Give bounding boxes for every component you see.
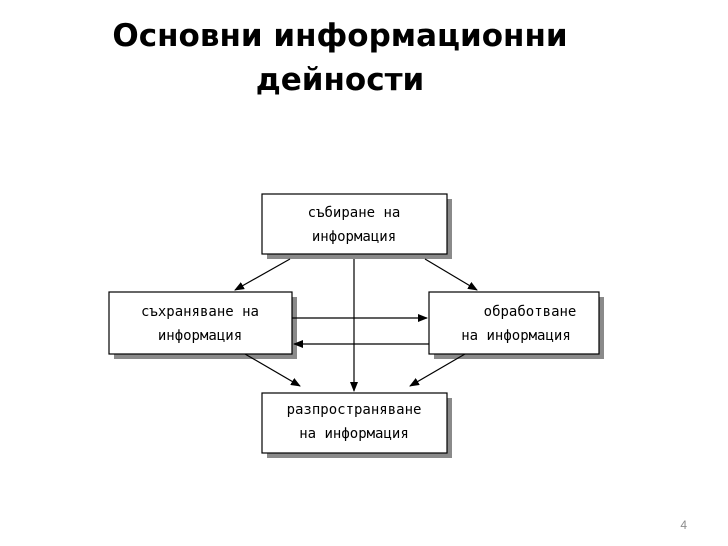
arrow-process-to-distribute: [409, 353, 466, 387]
node-collect-line2: информация: [312, 229, 396, 245]
node-process-line2: на информация: [461, 328, 571, 344]
node-process: обработване на информация: [428, 291, 604, 359]
node-store-line1: съхраняване на: [141, 304, 259, 320]
arrow-store-to-distribute: [244, 353, 301, 387]
node-collect: събиране на информация: [261, 193, 452, 259]
node-distribute-line2: на информация: [299, 426, 409, 442]
node-distribute: разпространяване на информация: [261, 392, 452, 458]
node-store: съхраняване на информация: [108, 291, 297, 359]
slide-title: Основни информационни дейности: [60, 14, 620, 102]
title-line-2: дейности: [255, 62, 425, 98]
node-collect-line1: събиране на: [308, 205, 401, 221]
node-distribute-line1: разпространяване: [287, 402, 422, 418]
arrow-collect-to-store: [234, 258, 291, 291]
title-line-1: Основни информационни: [112, 18, 568, 54]
arrow-collect-to-process: [424, 258, 478, 291]
node-store-line2: информация: [158, 328, 242, 344]
node-process-line1: обработване: [484, 304, 577, 320]
page-number: 4: [680, 518, 687, 532]
